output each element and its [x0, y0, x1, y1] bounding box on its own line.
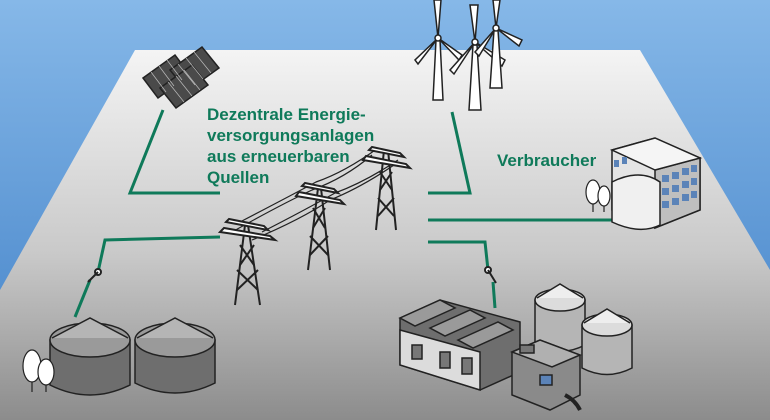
consumer-label: Verbraucher [497, 151, 597, 170]
control-building [509, 339, 583, 411]
decentral-energy-label: Dezentrale Energie- versorgungsanlagen a… [207, 105, 375, 187]
transmission-tower-icon [217, 217, 279, 306]
factory-icon [398, 299, 521, 392]
grid-connection-lines [73, 109, 620, 318]
wind-turbine-icon [473, 0, 524, 89]
tree-icon [585, 179, 611, 212]
wind-turbine-icon [414, 0, 464, 101]
biogas-tank-icon [534, 283, 586, 353]
switch-icon [87, 268, 102, 283]
transmission-tower-icon [294, 181, 347, 271]
solar-panel-icon [141, 45, 221, 110]
biogas-tank-icon [581, 308, 633, 376]
biogas-tank-icon [134, 317, 216, 394]
transmission-tower-icon [361, 145, 413, 231]
biogas-tank-icon [49, 317, 131, 396]
tree-icon [22, 349, 55, 392]
switch-icon [484, 266, 497, 284]
office-building-icon [609, 137, 703, 231]
